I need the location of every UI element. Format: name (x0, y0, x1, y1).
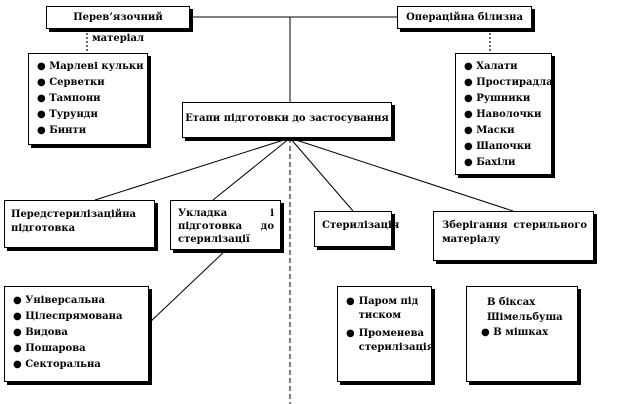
bullet-icon: ● (13, 295, 22, 306)
materials-title-box: Перев’язочний матеріал (46, 6, 190, 44)
bullet-icon: ● (464, 93, 473, 104)
bullet-icon: ● (481, 327, 490, 338)
bullet-icon: ● (346, 328, 355, 339)
list-item: ● Шапочки (464, 141, 532, 152)
bullet-icon: ● (13, 343, 22, 354)
list-item: ● В мішках (481, 327, 549, 338)
connector-to-packing (212, 137, 291, 201)
connector-packing-to-types (147, 249, 227, 325)
storage-box: Зберігання стерильного матеріалу (433, 211, 594, 261)
list-item: ● Універсальна (13, 295, 105, 306)
list-item: ● Марлеві кульки (37, 61, 144, 72)
packing-line-2: підготовка до (178, 221, 274, 232)
bullet-icon: ● (37, 61, 46, 72)
materials-title: Перев’язочний матеріал (73, 12, 163, 44)
list-item: ● Паром під тиском (346, 296, 419, 321)
bullet-icon: ● (37, 125, 46, 136)
packing-box: Укладка і підготовка до стерилізації (170, 200, 281, 250)
storage-line-1: Зберігання стерильного (442, 220, 587, 231)
list-item: ● Турунди (37, 109, 98, 120)
bullet-icon: ● (464, 61, 473, 72)
list-item: ● Секторальна (13, 359, 101, 370)
list-item: ● Видова (13, 327, 68, 338)
packing-line-1: Укладка і (178, 208, 274, 219)
sterilization-title: Стерилізація (322, 220, 400, 231)
list-item: ● Серветки (37, 77, 105, 88)
list-item: ● Рушники (464, 93, 531, 104)
linen-list: ● Халати ● Простирадла ● Рушники ● Навол… (464, 59, 553, 171)
bullet-icon: ● (464, 125, 473, 136)
connector-to-storage (289, 137, 514, 212)
bullet-icon: ● (346, 296, 355, 307)
sterilization-methods-box: ● Паром під тиском ● Променева стериліза… (337, 286, 435, 382)
bullet-icon: ● (37, 93, 46, 104)
storage-line-2: матеріалу (442, 234, 501, 245)
linen-title: Операційна білизна (406, 12, 523, 23)
packing-types-box: ● Універсальна ● Цілеспрямована ● Видова… (4, 286, 149, 382)
connector-to-sterilization (289, 137, 354, 212)
bullet-icon: ● (464, 141, 473, 152)
storage-heading-line-1: В біксах (487, 297, 536, 308)
bullet-icon: ● (464, 77, 473, 88)
list-item: ● Цілеспрямована (13, 311, 123, 322)
connector-to-presterilization (94, 137, 291, 201)
list-item: ● Маски (464, 125, 515, 136)
bullet-icon: ● (37, 77, 46, 88)
materials-list-box: ● Марлеві кульки ● Серветки ● Тампони ● … (28, 53, 148, 145)
bullet-icon: ● (37, 109, 46, 120)
presterilization-title: Передстерилізаційна підготовка (11, 209, 136, 234)
list-item: ● Тампони (37, 93, 101, 104)
materials-list: ● Марлеві кульки ● Серветки ● Тампони ● … (37, 59, 147, 139)
list-item: ● Халати (464, 61, 518, 72)
packing-types-list: ● Універсальна ● Цілеспрямована ● Видова… (13, 293, 148, 373)
linen-title-box: Операційна білизна (397, 6, 532, 29)
bullet-icon: ● (13, 359, 22, 370)
linen-list-box: ● Халати ● Простирадла ● Рушники ● Навол… (455, 53, 553, 175)
bullet-icon: ● (464, 109, 473, 120)
list-item: ● Променева стерилізація (346, 328, 435, 353)
storage-heading-line-2: Шімельбуша (487, 312, 563, 323)
list-item: ● Бахіли (464, 157, 516, 168)
stages-title-box: Етапи підготовки до застосування (182, 102, 392, 138)
list-item: ● Простирадла (464, 77, 553, 88)
bullet-icon: ● (464, 157, 473, 168)
bullet-icon: ● (13, 327, 22, 338)
storage-places-box: В біксах Шімельбуша ● В мішках (466, 286, 578, 382)
stages-title: Етапи підготовки до застосування (185, 113, 389, 124)
list-item: ● Наволочки (464, 109, 542, 120)
list-item: ● Бинти (37, 125, 87, 136)
list-item: ● Пошарова (13, 343, 86, 354)
packing-line-3: стерилізації (178, 234, 250, 245)
presterilization-box: Передстерилізаційна підготовка (4, 200, 155, 248)
bullet-icon: ● (13, 311, 22, 322)
sterilization-box: Стерилізація (314, 211, 399, 247)
